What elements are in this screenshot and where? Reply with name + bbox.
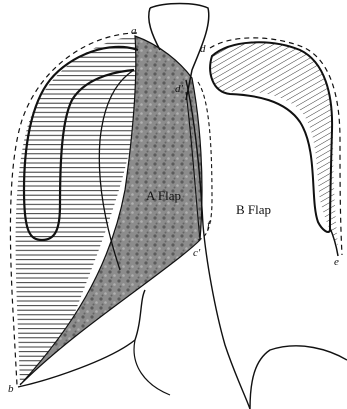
label-b-flap: B Flap	[236, 202, 271, 217]
right-hatched-region	[211, 42, 338, 246]
label-f: f	[207, 219, 212, 231]
label-b: b	[8, 383, 14, 395]
label-a: a	[131, 25, 137, 37]
lower-right-contour	[250, 346, 347, 409]
label-d-prime: d'	[175, 83, 184, 95]
label-a-flap: A Flap	[146, 188, 181, 203]
label-d: d	[200, 43, 206, 55]
lower-mid-contour	[134, 340, 170, 395]
label-e: e	[334, 256, 339, 268]
label-c-prime: c'	[193, 247, 201, 259]
